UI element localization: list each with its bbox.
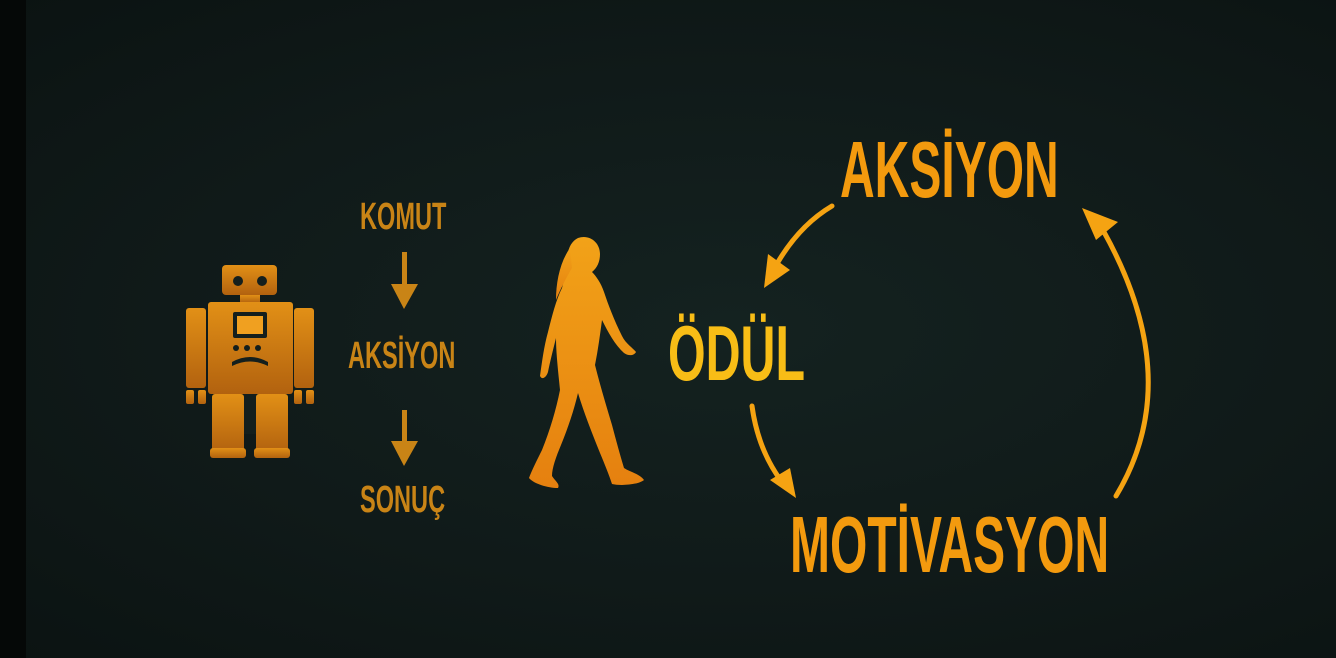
- cycle-label-aksiyon: AKSİYON: [840, 125, 1059, 214]
- arrow-down-icon: [391, 410, 418, 466]
- flow-step-sonuc: SONUÇ: [360, 479, 446, 521]
- arrow-motivasyon-to-aksiyon: [1101, 229, 1151, 499]
- arrow-aksiyon-to-odul: [775, 203, 835, 265]
- arrowhead-icon: [770, 468, 796, 498]
- arrow-down-icon: [391, 252, 418, 309]
- arrowhead-icon: [1082, 208, 1118, 240]
- flow-step-aksiyon: AKSİYON: [348, 335, 456, 377]
- arrow-odul-to-motivasyon: [749, 403, 785, 485]
- cycle-label-odul: ÖDÜL: [668, 309, 806, 397]
- cycle-label-motivasyon: MOTİVASYON: [790, 500, 1110, 589]
- arrowhead-icon: [764, 254, 790, 288]
- flow-step-komut: KOMUT: [360, 196, 447, 238]
- left-dark-border: [0, 0, 26, 658]
